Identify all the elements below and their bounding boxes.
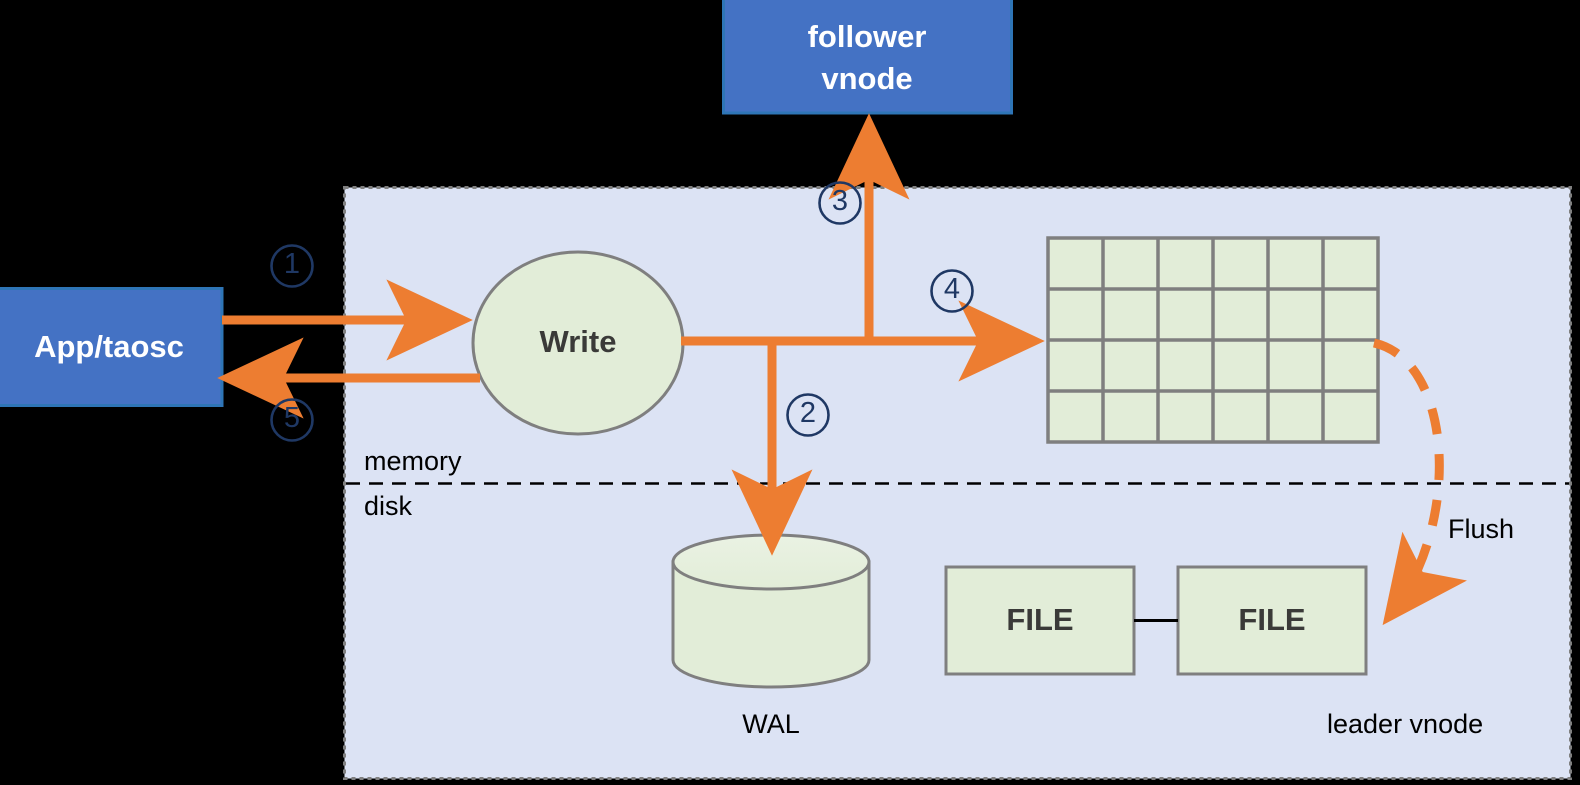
app-taosc-box[interactable] <box>0 287 224 407</box>
step-1-circle <box>270 244 314 288</box>
wal-label: WAL <box>742 709 800 739</box>
follower-vnode-label-line2: vnode <box>821 61 913 96</box>
follower-vnode-box[interactable] <box>722 0 1013 115</box>
step-5-digit: 5 <box>283 402 301 434</box>
step-3-digit: 3 <box>831 185 849 217</box>
step-2-digit: 2 <box>799 397 817 429</box>
leader-vnode-label: leader vnode <box>1327 709 1484 739</box>
step-2-circle <box>786 393 830 437</box>
memtable-grid[interactable] <box>1046 236 1380 444</box>
write-node-label: Write <box>539 324 617 359</box>
step-4-circle <box>930 269 974 313</box>
step-1-digit: 1 <box>283 248 301 280</box>
app-taosc-label: App/taosc <box>34 329 184 364</box>
disk-label: disk <box>364 491 413 521</box>
file-box-2-label: FILE <box>1238 602 1306 637</box>
memory-label: memory <box>364 446 462 476</box>
step-5-circle <box>270 398 314 442</box>
step-4-digit: 4 <box>943 273 961 305</box>
wal-cylinder[interactable] <box>671 533 871 689</box>
file-box-1-label: FILE <box>1006 602 1074 637</box>
file-box-2[interactable] <box>1176 565 1368 676</box>
file-box-1[interactable] <box>944 565 1136 676</box>
follower-vnode-label-line1: follower <box>807 19 927 54</box>
step-3-circle <box>818 181 862 225</box>
flush-label: Flush <box>1448 514 1515 544</box>
